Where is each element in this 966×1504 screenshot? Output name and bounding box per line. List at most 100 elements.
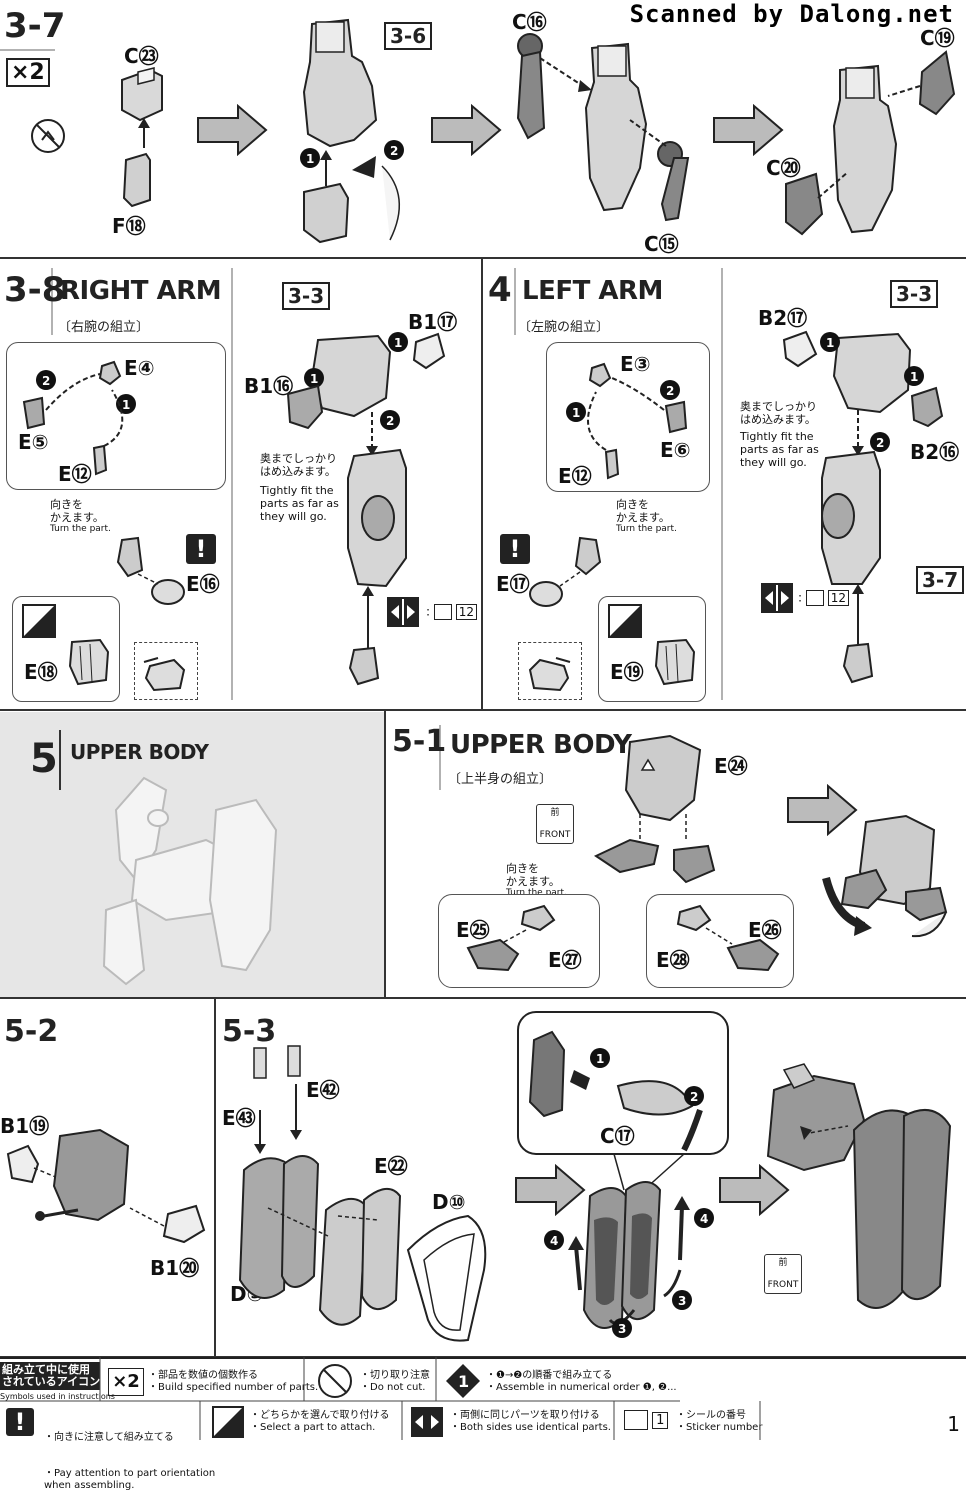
legend-en: ・Build specified number of parts. bbox=[148, 1382, 319, 1393]
upper-body-assembled-drawing bbox=[766, 1063, 952, 1309]
part-label: E⑱ bbox=[24, 660, 58, 684]
right-arm-drawing: 1 1 2 bbox=[286, 332, 446, 686]
part-label: E⑰ bbox=[496, 572, 530, 596]
svg-text:3: 3 bbox=[618, 1322, 626, 1336]
part-label: C⑰ bbox=[600, 1124, 635, 1148]
finger-parts-drawing: 2 1 bbox=[22, 360, 136, 476]
svg-text:1: 1 bbox=[826, 336, 834, 350]
front-label-jp: 前 bbox=[550, 808, 560, 818]
select-icon bbox=[212, 1406, 244, 1438]
left-arm-drawing: 1 1 2 bbox=[782, 330, 944, 684]
step-number: 3-8 bbox=[4, 270, 66, 310]
step-number: 5-2 bbox=[4, 1014, 59, 1049]
turn-note-en: Turn the part. bbox=[616, 524, 677, 534]
turn-note-en: Turn the part. bbox=[50, 524, 111, 534]
legend-en: ・Select a part to attach. bbox=[250, 1422, 376, 1433]
upper-body-overview-drawing bbox=[102, 776, 278, 986]
svg-text:1: 1 bbox=[572, 406, 580, 420]
sticker-number: 12 bbox=[455, 603, 477, 620]
multiplier-badge: ×2 bbox=[6, 58, 50, 87]
open-hand-drawing bbox=[68, 638, 110, 686]
legend-jp: ・部品を数値の個数作る bbox=[148, 1370, 258, 1381]
orientation-warning-icon: ! bbox=[500, 534, 530, 564]
sticker-number: 12 bbox=[827, 589, 849, 606]
part-label: E㉒ bbox=[374, 1154, 408, 1178]
legend-jp: ・どちらかを選んで取り付ける bbox=[250, 1410, 390, 1421]
svg-text:4: 4 bbox=[550, 1234, 558, 1248]
step-ref-box: 3-6 bbox=[384, 22, 433, 50]
fit-note-jp: 奥までしっかり はめ込みます。 bbox=[260, 452, 337, 478]
fit-note-en: Tightly fit the parts as far as they wil… bbox=[740, 430, 819, 469]
orientation-warning-icon: ! bbox=[186, 534, 216, 564]
legend-grid bbox=[0, 1357, 761, 1440]
svg-text:1: 1 bbox=[910, 370, 918, 384]
no-cut-icon bbox=[31, 119, 65, 153]
open-hand-drawing bbox=[654, 638, 696, 686]
part-label: B2⑯ bbox=[910, 440, 960, 464]
legend-jp: ・向きに注意して組み立てる bbox=[44, 1432, 174, 1443]
part-label: E㉖ bbox=[748, 918, 782, 942]
step-number: 5-1 bbox=[392, 724, 447, 759]
flow-arrow-icon bbox=[713, 104, 784, 156]
subassembly-drawing bbox=[676, 904, 780, 972]
fit-note-en: Tightly fit the parts as far as they wil… bbox=[260, 484, 339, 523]
step-title: RIGHT ARM bbox=[60, 276, 222, 306]
legend-en: ・Sticker number bbox=[676, 1422, 763, 1433]
part-label: B2⑰ bbox=[758, 306, 808, 330]
legend-header-jp: 組み立て中に使用 されているアイコン bbox=[0, 1362, 101, 1390]
part-label: E③ bbox=[620, 352, 651, 376]
part-label: B1⑲ bbox=[0, 1114, 50, 1138]
sticker-label: : 12 bbox=[798, 589, 849, 606]
svg-text:1: 1 bbox=[394, 336, 402, 350]
part-label: E㉘ bbox=[656, 948, 690, 972]
step-number: 3-7 bbox=[4, 6, 66, 46]
step-5-1-number: 5-1 bbox=[392, 724, 446, 759]
leg-assembly-drawing: 1 2 bbox=[300, 18, 404, 244]
step-4-number: 4 bbox=[488, 270, 512, 310]
legend-jp: ・両側に同じパーツを取り付ける bbox=[450, 1410, 600, 1421]
part-label: E㉕ bbox=[456, 918, 490, 942]
step-title: UPPER BODY bbox=[70, 740, 209, 764]
step-subtitle: 〔右腕の組立〕 bbox=[58, 320, 150, 335]
svg-text:1: 1 bbox=[596, 1052, 604, 1066]
front-badge: 前 FRONT bbox=[536, 804, 574, 844]
legend-item: ・部品を数値の個数作る ・Build specified number of p… bbox=[148, 1370, 318, 1394]
part-label: E⑲ bbox=[610, 660, 644, 684]
svg-text:2: 2 bbox=[876, 436, 884, 450]
front-label-en: FRONT bbox=[767, 1280, 799, 1290]
part-label: F⑱ bbox=[112, 214, 146, 238]
select-icon bbox=[22, 604, 56, 638]
flow-arrow-icon bbox=[787, 784, 858, 836]
torso-core-drawing bbox=[593, 734, 716, 884]
legend-en: ・Both sides use identical parts. bbox=[450, 1422, 611, 1433]
orientation-warning-icon: ! bbox=[6, 1408, 34, 1436]
turn-note-jp: 向きを かえます。 bbox=[50, 498, 104, 524]
part-label: E④ bbox=[124, 356, 155, 380]
flow-arrow-icon bbox=[197, 104, 268, 156]
svg-text:1: 1 bbox=[122, 398, 130, 412]
pointing-hand-drawing bbox=[528, 657, 571, 692]
svg-text:1: 1 bbox=[310, 372, 318, 386]
legend-en: ・Assemble in numerical order ❶, ❷... bbox=[486, 1382, 677, 1393]
knee-assembly-drawing bbox=[516, 33, 690, 222]
part-label: E⑫ bbox=[558, 464, 592, 488]
step-title: LEFT ARM bbox=[522, 276, 663, 306]
page-number: 1 bbox=[947, 1412, 960, 1436]
part-label: C⑮ bbox=[644, 232, 679, 256]
numbered-order-icon: 1 bbox=[446, 1364, 480, 1398]
svg-text:2: 2 bbox=[690, 1090, 698, 1104]
front-badge: 前 FRONT bbox=[764, 1254, 802, 1294]
turn-note-jp: 向きを かえます。 bbox=[506, 862, 560, 888]
torso-side-drawing bbox=[6, 1128, 206, 1244]
leg-assembled-drawing bbox=[785, 50, 956, 236]
both-sides-icon bbox=[387, 597, 419, 627]
legend-jp: ・シールの番号 bbox=[676, 1410, 746, 1421]
legend-en: ・Pay attention to part orientation when … bbox=[44, 1468, 216, 1491]
part-label: B1⑯ bbox=[244, 374, 294, 398]
step-title: UPPER BODY bbox=[450, 730, 632, 760]
hand-drawing bbox=[529, 536, 602, 607]
turn-note-en: Turn the part. bbox=[506, 888, 567, 898]
torso-assembled-drawing bbox=[822, 814, 948, 938]
fit-note-jp: 奥までしっかり はめ込みます。 bbox=[740, 400, 817, 426]
both-sides-icon bbox=[761, 583, 793, 613]
